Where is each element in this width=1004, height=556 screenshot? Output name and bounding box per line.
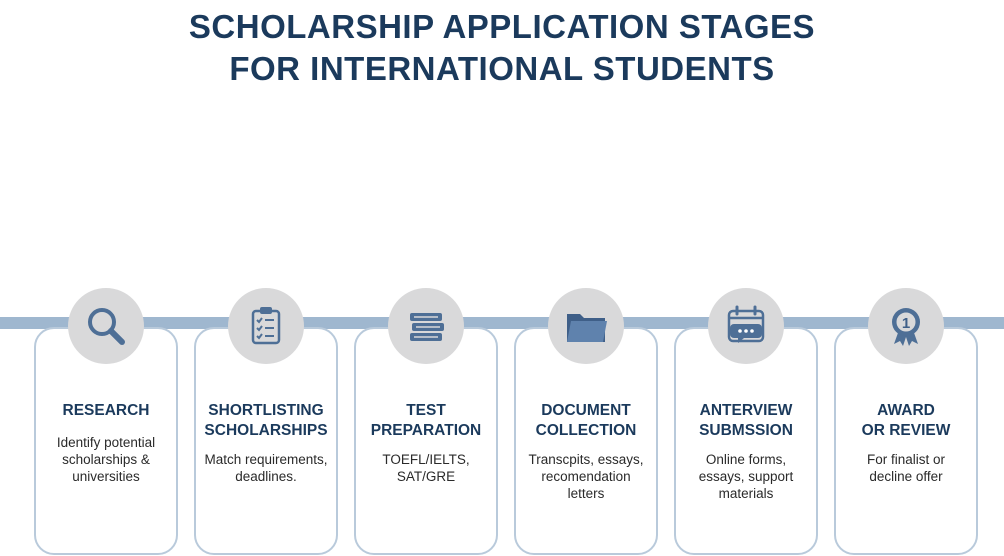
stage-description: Match requirements, deadlines.	[204, 452, 328, 484]
calendar-chat-icon	[708, 288, 784, 364]
folder-icon	[548, 288, 624, 364]
stage-description: Identify potential scholarships & univer…	[56, 435, 156, 484]
award-medal-icon: 1	[868, 288, 944, 364]
book-stack-icon	[388, 288, 464, 364]
stage-title: RESEARCH	[62, 402, 150, 419]
title-line-1: SCHOLARSHIP APPLICATION STAGES	[188, 8, 816, 45]
stage-card-document-collection: DOCUMENT COLLECTION Transcpits, essays, …	[514, 327, 658, 555]
stage-card-shortlisting: SHORTLISTING SCHOLARSHIPS Match requirem…	[194, 327, 338, 555]
stage-description: TOEFL/IELTS, SAT/GRE	[382, 452, 470, 484]
page-title: SCHOLARSHIP APPLICATION STAGES FOR INTER…	[0, 6, 1004, 90]
stage-card-test-preparation: TEST PREPARATION TOEFL/IELTS, SAT/GRE	[354, 327, 498, 555]
stage-title: TEST PREPARATION	[370, 402, 482, 439]
stage-title: DOCUMENT COLLECTION	[535, 402, 637, 439]
stage-description: Transcpits, essays, recomendation letter…	[528, 452, 644, 501]
stage-description: Online forms, essays, support materials	[698, 452, 794, 501]
stage-card-research: RESEARCH Identify potential scholarships…	[34, 327, 178, 555]
title-line-2: FOR INTERNATIONAL STUDENTS	[229, 50, 775, 87]
magnifier-icon	[68, 288, 144, 364]
medal-number: 1	[902, 315, 910, 332]
stage-title: SHORTLISTING SCHOLARSHIPS	[204, 402, 328, 439]
clipboard-checklist-icon	[228, 288, 304, 364]
stage-title: ANTERVIEW SUBMSSION	[699, 402, 793, 439]
stage-card-award-review: AWARD OR REVIEW For finalist or decline …	[834, 327, 978, 555]
stage-description: For finalist or decline offer	[866, 452, 946, 484]
stage-title: AWARD OR REVIEW	[861, 402, 951, 439]
